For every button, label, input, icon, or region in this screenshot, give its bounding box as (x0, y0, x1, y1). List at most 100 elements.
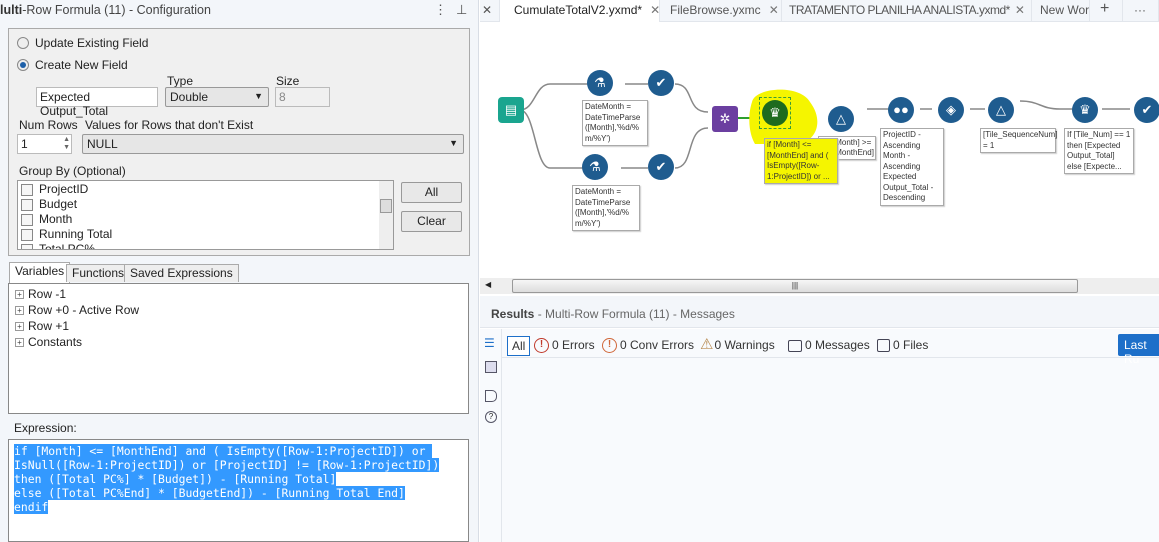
close-icon[interactable]: ✕ (768, 3, 779, 17)
groupby-item[interactable]: Running Total (21, 227, 390, 242)
dropdown-arrow-icon: ▼ (254, 91, 263, 101)
size-label: Size (276, 74, 300, 88)
expand-icon[interactable]: + (15, 306, 24, 316)
tab-filebrowse[interactable]: FileBrowse.yxmc✕ (660, 0, 782, 22)
create-new-radio[interactable] (17, 59, 29, 71)
error-icon: ! (534, 338, 549, 354)
configuration-panel: lulti-Row Formula (11) - Configuration ⋮… (0, 0, 479, 542)
workflow-canvas[interactable]: ▤ ⚗ ✔ ⚗ ✔ ✲ ♛ △ ●● ◈ △ ♛ ✔ DateMonth = D… (480, 22, 1159, 278)
checkbox[interactable] (21, 243, 33, 249)
tab-saved-expressions[interactable]: Saved Expressions (124, 264, 239, 282)
close-icon[interactable]: ✕ (650, 3, 661, 17)
close-icon[interactable]: ✕ (480, 0, 500, 22)
annotation-filter2: [Tile_SequenceNum] = 1 (980, 128, 1057, 153)
checkbox[interactable] (21, 198, 33, 211)
filter-warnings-button[interactable]: ⚠0 Warnings (700, 336, 775, 353)
divider (502, 357, 1159, 358)
last-run-button[interactable]: Last Ru (1118, 334, 1159, 366)
input-data-book-icon[interactable]: ▤ (498, 97, 524, 123)
tab-functions[interactable]: Functions (66, 264, 131, 282)
save-file-icon (877, 339, 890, 353)
filter-conv-errors-button[interactable]: !0 Conv Errors (602, 336, 694, 356)
expression-label: Expression: (14, 421, 77, 435)
tree-item-row-minus-1[interactable]: +Row -1 (9, 286, 468, 302)
annotation-sort: ProjectID - Ascending Month - Ascending … (880, 128, 944, 206)
filter-files-button[interactable]: 0 Files (877, 336, 928, 356)
checkbox[interactable] (21, 213, 33, 226)
tile-tool-icon[interactable]: ◈ (938, 97, 964, 123)
panel-title: lulti-Row Formula (11) - Configuration (0, 3, 211, 17)
sort-tool-icon[interactable]: ●● (888, 97, 914, 123)
table-icon[interactable] (485, 361, 497, 373)
size-input[interactable]: 8 (275, 87, 330, 107)
join-tool-icon[interactable]: ✲ (712, 106, 738, 132)
formula-tool-icon[interactable]: ⚗ (582, 154, 608, 180)
filter-tool-icon[interactable]: △ (828, 106, 854, 132)
tab-new-workflow[interactable]: New Wor (1032, 0, 1090, 22)
update-existing-radio[interactable] (17, 37, 29, 49)
select-tool-check-icon[interactable]: ✔ (648, 154, 674, 180)
document-tabs: ✕ CumulateTotalV2.yxmd*✕ FileBrowse.yxmc… (480, 0, 1159, 24)
stepper-arrows-icon[interactable]: ▲▼ (63, 136, 70, 151)
tag-icon[interactable] (485, 390, 497, 402)
groupby-item[interactable]: ProjectID (21, 182, 390, 197)
new-tab-plus-icon[interactable]: + (1090, 0, 1123, 22)
filter-tool-icon[interactable]: △ (988, 97, 1014, 123)
annotation-multirow: if [Month] <= [MonthEnd] and ( IsEmpty([… (764, 138, 838, 184)
groupby-item[interactable]: Month (21, 212, 390, 227)
clear-button[interactable]: Clear (401, 211, 462, 232)
all-button[interactable]: All (401, 182, 462, 203)
type-select[interactable]: Double▼ (165, 87, 269, 107)
select-tool-check-icon[interactable]: ✔ (648, 70, 674, 96)
connection (519, 83, 590, 111)
num-rows-label: Num Rows (19, 118, 78, 132)
formula-tool-icon[interactable]: ⚗ (587, 70, 613, 96)
scroll-thumb[interactable]: ||| (512, 279, 1078, 293)
expand-icon[interactable]: + (15, 338, 24, 348)
field-name-input[interactable]: Expected Output_Total (36, 87, 158, 118)
tree-item-constants[interactable]: +Constants (9, 334, 468, 350)
multi-row-formula-icon[interactable]: ♛ (1072, 97, 1098, 123)
tree-item-row-plus-1[interactable]: +Row +1 (9, 318, 468, 334)
checkbox[interactable] (21, 183, 33, 196)
filter-messages-button[interactable]: 0 Messages (788, 336, 870, 356)
annotation-formula-top: DateMonth = DateTimeParse ([Month],'%d/%… (582, 100, 648, 146)
scroll-thumb[interactable] (380, 199, 392, 213)
select-tool-check-icon[interactable]: ✔ (1134, 97, 1159, 123)
groupby-scrollbar[interactable] (379, 181, 393, 249)
num-rows-stepper[interactable]: 1▲▼ (17, 134, 72, 154)
help-icon[interactable]: ? (485, 411, 497, 423)
groupby-item[interactable]: Budget (21, 197, 390, 212)
update-existing-label: Update Existing Field (35, 36, 149, 50)
results-sidebar: ☰ ? (480, 329, 502, 542)
create-new-label: Create New Field (35, 58, 128, 72)
tab-variables[interactable]: Variables (9, 262, 71, 283)
tree-item-active-row[interactable]: +Row +0 - Active Row (9, 302, 468, 318)
tab-tratamento[interactable]: TRATAMENTO PLANILHA ANALISTA.yxmd*✕ (782, 0, 1032, 22)
groupby-list[interactable]: ProjectID Budget Month Running Total Tot… (17, 180, 394, 250)
dropdown-arrow-icon: ▼ (449, 138, 458, 148)
pin-icon[interactable]: ⊥ (456, 2, 468, 17)
expand-icon[interactable]: + (15, 290, 24, 300)
filter-errors-button[interactable]: !0 Errors (534, 336, 595, 356)
config-form: Update Existing Field Create New Field T… (8, 28, 470, 256)
filter-all-button[interactable]: All (507, 336, 531, 356)
checkbox[interactable] (21, 228, 33, 241)
conv-error-icon: ! (602, 338, 617, 354)
list-icon[interactable]: ☰ (484, 336, 495, 350)
multi-row-formula-icon[interactable]: ♛ (762, 100, 788, 126)
results-header: Results - Multi-Row Formula (11) - Messa… (480, 296, 1159, 328)
workflow-area: ✕ CumulateTotalV2.yxmd*✕ FileBrowse.yxmc… (480, 0, 1159, 542)
more-tabs-icon[interactable]: ··· (1123, 0, 1159, 22)
message-icon (788, 339, 802, 352)
expand-icon[interactable]: + (15, 322, 24, 332)
expression-editor[interactable]: if [Month] <= [MonthEnd] and ( IsEmpty([… (8, 439, 469, 542)
scroll-left-arrow-icon[interactable]: ◀ (485, 280, 492, 289)
nonexist-select[interactable]: NULL▼ (82, 134, 464, 154)
more-options-icon[interactable]: ⋮ (434, 2, 447, 17)
horizontal-scrollbar[interactable]: ◀ ||| (480, 278, 1159, 294)
close-icon[interactable]: ✕ (1014, 3, 1025, 17)
groupby-item[interactable]: Total PC% (21, 242, 390, 249)
annotation-formula-bottom: DateMonth = DateTimeParse ([Month],'%d/%… (572, 185, 640, 231)
tab-cumulatetotalv2[interactable]: CumulateTotalV2.yxmd*✕ (500, 0, 660, 24)
